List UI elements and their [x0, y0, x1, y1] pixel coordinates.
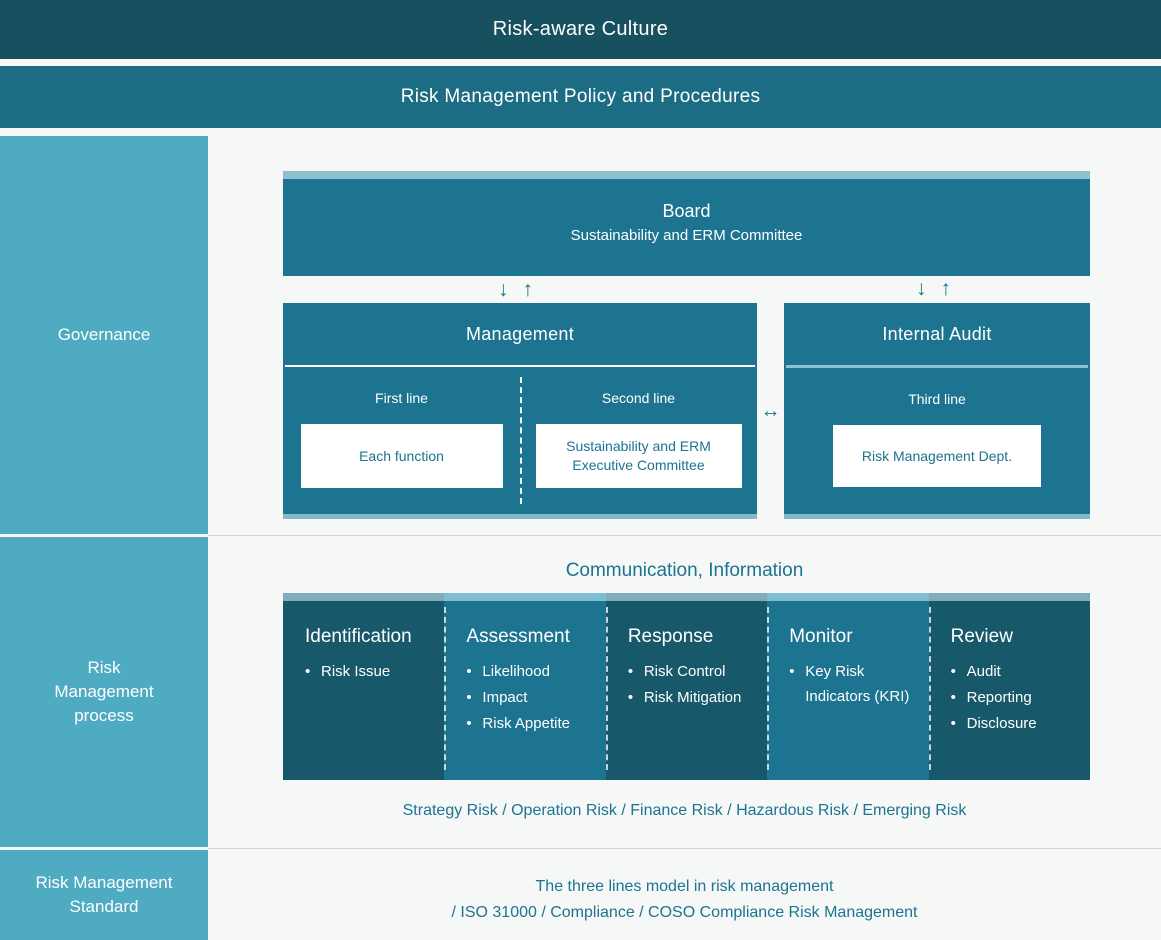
management-bottom-strip	[283, 514, 757, 519]
process-step-items: Risk Control Risk Mitigation	[628, 660, 767, 711]
process-step-title: Identification	[305, 626, 412, 647]
internal-audit-bottom-strip	[784, 514, 1090, 519]
standard-pane	[208, 850, 1161, 940]
board-title: Board	[662, 201, 711, 221]
list-item: Risk Mitigation	[628, 686, 767, 711]
risk-aware-culture-banner: Risk-aware Culture	[0, 0, 1161, 59]
process-cap-strip	[283, 593, 445, 601]
arrow-up-icon: ↑	[940, 277, 952, 300]
sidebar-process-label: Risk Management process	[54, 657, 154, 726]
second-line-label: Second line	[601, 390, 676, 406]
arrow-down-icon: ↓	[498, 278, 509, 301]
management-lines: First line Each function Second line Sus…	[283, 367, 757, 516]
list-item: Risk Appetite	[466, 712, 605, 737]
sidebar-governance-label: Governance	[57, 324, 151, 344]
process-step-items: Likelihood Impact Risk Appetite	[466, 660, 605, 736]
section-divider-governance-process	[208, 535, 1161, 536]
process-step-items: Key Risk Indicators (KRI)	[789, 660, 928, 710]
sidebar-section-risk-management-standard: Risk Management Standard	[0, 850, 208, 940]
process-step-items: Audit Reporting Disclosure	[951, 660, 1090, 736]
board-internal-audit-arrows: ↓ ↑	[916, 278, 951, 299]
management-panel: Management First line Each function Seco…	[283, 303, 757, 519]
risk-management-dept-label: Risk Management Dept.	[861, 447, 1013, 464]
process-step-items: Risk Issue	[305, 660, 444, 685]
internal-audit-panel: Internal Audit Third line Risk Managemen…	[784, 303, 1090, 519]
each-function-box: Each function	[300, 424, 503, 488]
board-box: Board Sustainability and ERM Committee	[283, 171, 1090, 276]
list-item: Reporting	[951, 686, 1090, 711]
section-divider-process-standard	[208, 848, 1161, 849]
second-line-column: Second line Sustainability and ERM Execu…	[520, 367, 757, 516]
sidebar-section-risk-management-process: Risk Management process	[0, 537, 208, 847]
list-item: Disclosure	[951, 712, 1090, 737]
sidebar-section-governance: Governance	[0, 136, 208, 534]
sustainability-erm-executive-committee-label: Sustainability and ERM Executive Committ…	[566, 438, 711, 473]
risk-management-standard-text: The three lines model in risk management…	[208, 874, 1161, 925]
list-item: Risk Issue	[305, 660, 444, 685]
list-item: Impact	[466, 686, 605, 711]
process-step-identification: Identification Risk Issue	[283, 593, 445, 780]
arrow-down-icon: ↓	[916, 277, 927, 300]
process-cap-strip	[928, 593, 1091, 601]
management-title: Management	[465, 323, 575, 344]
management-header-divider	[285, 365, 755, 367]
board-subtitle: Sustainability and ERM Committee	[570, 227, 803, 244]
risk-management-dept-box: Risk Management Dept.	[833, 425, 1041, 487]
sustainability-erm-executive-committee-box: Sustainability and ERM Executive Committ…	[535, 424, 742, 488]
process-cap-strip	[605, 593, 768, 601]
process-step-title: Response	[627, 626, 714, 647]
process-step-review: Review Audit Reporting Disclosure	[928, 593, 1091, 780]
list-item: Likelihood	[466, 660, 605, 685]
process-step-assessment: Assessment Likelihood Impact Risk Appeti…	[444, 593, 606, 780]
standard-line-1: The three lines model in risk management	[535, 878, 834, 895]
list-item: Risk Control	[628, 660, 767, 685]
risk-aware-culture-label: Risk-aware Culture	[492, 18, 669, 40]
communication-information-title: Communication, Information	[565, 560, 804, 581]
arrow-up-icon: ↑	[522, 278, 534, 301]
first-line-label: First line	[375, 390, 428, 406]
risk-management-policy-label: Risk Management Policy and Procedures	[400, 86, 761, 107]
risk-types-line: Strategy Risk / Operation Risk / Finance…	[402, 802, 967, 819]
board-management-arrows: ↓ ↑	[498, 279, 533, 300]
process-cap-strip	[444, 593, 606, 601]
process-step-monitor: Monitor Key Risk Indicators (KRI)	[767, 593, 929, 780]
risk-management-policy-banner: Risk Management Policy and Procedures	[0, 66, 1161, 128]
management-audit-arrow: ↔	[757, 393, 784, 429]
internal-audit-title: Internal Audit	[882, 323, 992, 344]
third-line-label: Third line	[908, 391, 966, 407]
sidebar-standard-label: Risk Management Standard	[35, 872, 173, 916]
first-line-column: First line Each function	[283, 367, 520, 516]
process-step-title: Review	[950, 626, 1013, 647]
list-item: Audit	[951, 660, 1090, 685]
list-item: Key Risk Indicators (KRI)	[789, 660, 928, 710]
arrow-left-right-icon: ↔	[760, 399, 781, 422]
process-step-title: Monitor	[789, 626, 853, 647]
standard-line-2: / ISO 31000 / Compliance / COSO Complian…	[451, 903, 918, 921]
process-cap-strip	[767, 593, 929, 601]
third-line-column: Third line Risk Management Dept.	[784, 368, 1090, 517]
process-step-title: Assessment	[466, 626, 570, 647]
risk-management-process-strip: Identification Risk Issue Assessment Lik…	[283, 593, 1091, 780]
internal-audit-lines: Third line Risk Management Dept.	[784, 368, 1090, 517]
board-cap-strip	[283, 171, 1090, 179]
each-function-label: Each function	[359, 447, 444, 464]
process-step-response: Response Risk Control Risk Mitigation	[605, 593, 768, 780]
internal-audit-header-divider	[786, 365, 1088, 368]
